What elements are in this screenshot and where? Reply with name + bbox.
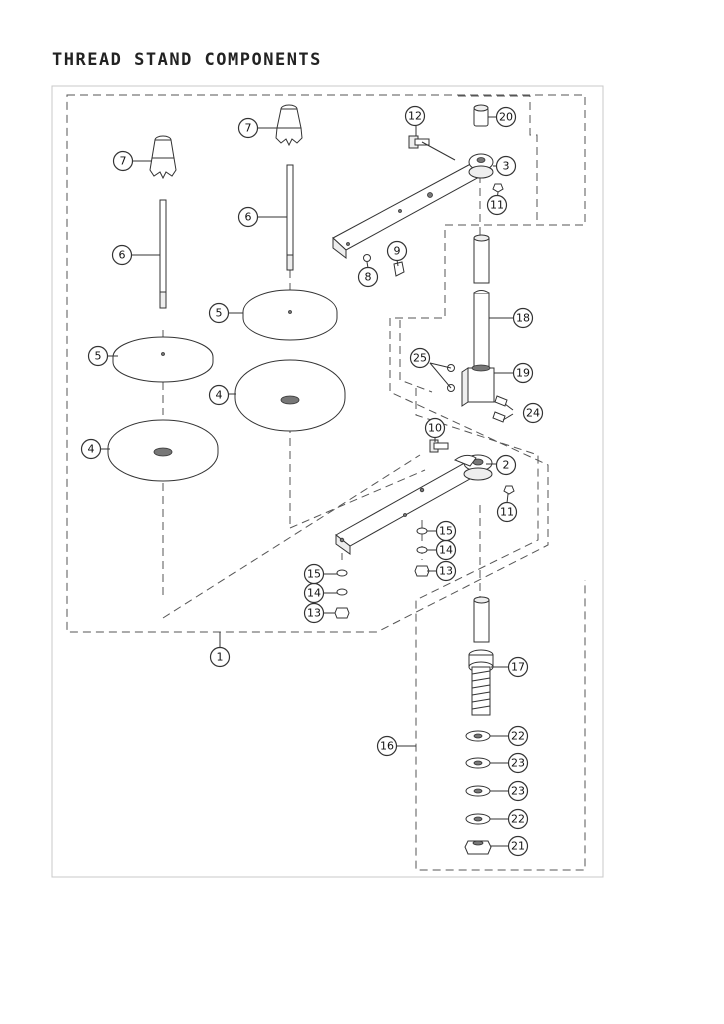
svg-text:18: 18: [516, 312, 530, 325]
callout-15-left: 15: [303, 563, 325, 585]
callout-25: 25: [409, 347, 431, 369]
callout-14-right: 14: [435, 539, 457, 561]
callout-7-left: 7: [112, 150, 134, 172]
callout-6-left: 6: [111, 244, 133, 266]
callout-11-lower: 11: [496, 501, 518, 523]
leader-lines: [101, 116, 514, 847]
svg-text:1: 1: [217, 651, 224, 664]
svg-text:4: 4: [88, 443, 95, 456]
svg-text:16: 16: [380, 740, 394, 753]
svg-text:10: 10: [428, 422, 442, 435]
svg-text:22: 22: [511, 730, 525, 743]
callout-24: 24: [522, 402, 544, 424]
callout-9: 9: [386, 240, 408, 262]
callout-10: 10: [424, 417, 446, 439]
callout-23-lower: 23: [507, 780, 529, 802]
clamp: [447, 364, 508, 423]
svg-text:5: 5: [216, 307, 223, 320]
callout-15-right: 15: [435, 520, 457, 542]
assembly-boundary-16: [415, 388, 586, 871]
callout-23-upper: 23: [507, 752, 529, 774]
svg-text:13: 13: [439, 565, 453, 578]
svg-text:23: 23: [511, 785, 525, 798]
svg-text:7: 7: [245, 122, 252, 135]
svg-text:3: 3: [503, 160, 510, 173]
callout-16: 16: [376, 735, 398, 757]
callout-3: 3: [495, 155, 517, 177]
svg-text:25: 25: [413, 352, 427, 365]
callout-22-lower: 22: [507, 808, 529, 830]
callout-18: 18: [512, 307, 534, 329]
callout-4-left: 4: [80, 438, 102, 460]
assembly-boundary-inner: [399, 320, 433, 393]
callout-4-right: 4: [208, 384, 230, 406]
callout-21: 21: [507, 835, 529, 857]
stud-assembly: [464, 596, 494, 855]
svg-text:19: 19: [516, 367, 530, 380]
callout-5-left: 5: [87, 345, 109, 367]
svg-text:9: 9: [394, 245, 401, 258]
svg-text:14: 14: [307, 587, 321, 600]
svg-text:24: 24: [526, 407, 540, 420]
svg-text:15: 15: [439, 525, 453, 538]
svg-text:21: 21: [511, 840, 525, 853]
callout-11-upper: 11: [486, 194, 508, 216]
svg-text:22: 22: [511, 813, 525, 826]
callout-14-left: 14: [303, 582, 325, 604]
svg-text:2: 2: [503, 459, 510, 472]
callout-19: 19: [512, 362, 534, 384]
svg-text:15: 15: [307, 568, 321, 581]
callout-12: 12: [404, 105, 426, 127]
cap: [473, 104, 489, 127]
tube: [473, 234, 490, 369]
svg-text:4: 4: [216, 389, 223, 402]
callout-6-right: 6: [237, 206, 259, 228]
svg-text:17: 17: [511, 661, 525, 674]
hardware-stack-left: [334, 569, 350, 619]
lower-arm: [335, 439, 515, 555]
right-spool-pin: [234, 104, 346, 432]
diagram-frame: [51, 85, 604, 878]
callout-7-right: 7: [237, 117, 259, 139]
callout-8: 8: [357, 266, 379, 288]
assembly-boundary-top: [458, 95, 538, 225]
assembly-boundary-1: [66, 94, 586, 633]
svg-text:7: 7: [120, 155, 127, 168]
svg-text:13: 13: [307, 607, 321, 620]
svg-text:6: 6: [245, 211, 252, 224]
svg-text:23: 23: [511, 757, 525, 770]
svg-text:6: 6: [119, 249, 126, 262]
callout-1: 1: [209, 646, 231, 668]
callout-5-right: 5: [208, 302, 230, 324]
svg-text:8: 8: [365, 271, 372, 284]
left-spool-pin: [107, 135, 219, 482]
svg-text:20: 20: [499, 111, 513, 124]
page-title: THREAD STAND COMPONENTS: [52, 50, 322, 70]
hardware-stack-right: [414, 527, 430, 577]
callout-22-upper: 22: [507, 725, 529, 747]
callout-17: 17: [507, 656, 529, 678]
callout-13-right: 13: [435, 560, 457, 582]
callout-13-left: 13: [303, 602, 325, 624]
svg-text:11: 11: [490, 199, 504, 212]
svg-text:12: 12: [408, 110, 422, 123]
callout-2: 2: [495, 454, 517, 476]
callout-20: 20: [495, 106, 517, 128]
svg-text:11: 11: [500, 506, 514, 519]
svg-text:5: 5: [95, 350, 102, 363]
svg-text:14: 14: [439, 544, 453, 557]
